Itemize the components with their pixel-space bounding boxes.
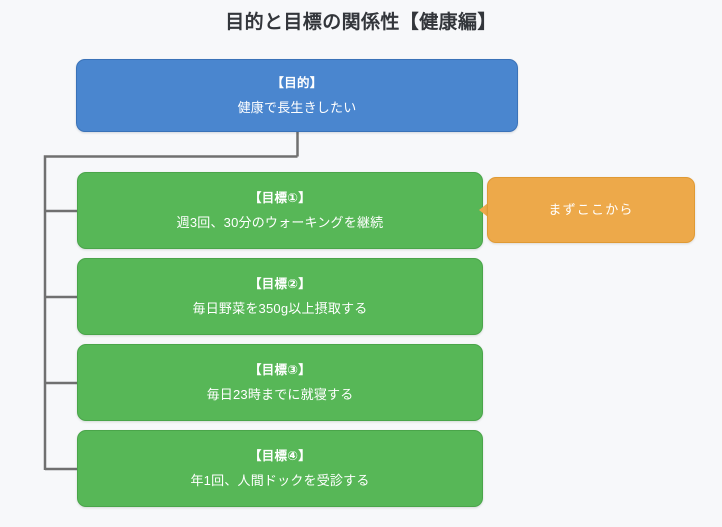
goal-node-1[interactable]: 【目標①】 週3回、30分のウォーキングを継続 — [77, 172, 483, 249]
goal-node-2-text: 毎日野菜を350g以上摂取する — [192, 300, 368, 316]
page-title: 目的と目標の関係性【健康編】 — [225, 12, 497, 33]
goal-node-3-text: 毎日23時までに就寝する — [206, 386, 354, 402]
goal-node-2-heading: 【目標②】 — [248, 276, 312, 291]
callout-node[interactable]: まずここから — [487, 177, 695, 243]
goal-node-4-text: 年1回、人間ドックを受診する — [190, 472, 370, 488]
goal-node-2[interactable]: 【目標②】 毎日野菜を350g以上摂取する — [77, 258, 483, 335]
callout-arrow-icon — [479, 203, 488, 217]
goal-node-4-heading: 【目標④】 — [248, 448, 312, 463]
goal-node-3-heading: 【目標③】 — [248, 362, 312, 377]
goal-node-1-heading: 【目標①】 — [248, 190, 312, 205]
purpose-node-text: 健康で長生きしたい — [237, 99, 357, 115]
goal-node-4[interactable]: 【目標④】 年1回、人間ドックを受診する — [77, 430, 483, 507]
goal-node-1-text: 週3回、30分のウォーキングを継続 — [176, 214, 384, 230]
callout-node-text: まずここから — [548, 202, 634, 217]
goal-node-3[interactable]: 【目標③】 毎日23時までに就寝する — [77, 344, 483, 421]
purpose-node-heading: 【目的】 — [271, 75, 323, 90]
purpose-node[interactable]: 【目的】 健康で長生きしたい — [76, 59, 518, 132]
